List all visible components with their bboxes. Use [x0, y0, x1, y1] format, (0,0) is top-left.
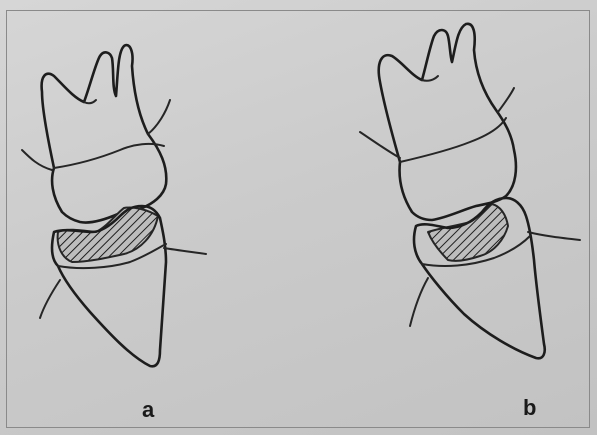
panel-a-upper-gum-right: [148, 100, 170, 134]
panel-a-upper-cej: [54, 144, 164, 168]
panel-a-lower-gum-left: [40, 280, 60, 318]
panel-label-b: b: [523, 397, 536, 419]
panel-label-a: a: [142, 399, 154, 421]
panel-b-upper-tooth: [379, 24, 516, 220]
panel-a-hatched-contact: [58, 207, 158, 262]
panel-b-drawing: [360, 24, 580, 359]
panel-b-lower-gum-left: [410, 278, 428, 326]
panel-a-drawing: [22, 45, 206, 366]
panel-a-upper-gum-left: [22, 150, 52, 170]
panel-b-root-fork: [422, 76, 438, 81]
panel-b-upper-cej: [400, 118, 506, 162]
panel-a-lower-gum-right: [164, 248, 206, 254]
panel-b-upper-gum-right: [498, 88, 514, 112]
panel-b-hatched-contact: [428, 204, 508, 261]
panel-b-lower-gum-right: [528, 232, 580, 240]
